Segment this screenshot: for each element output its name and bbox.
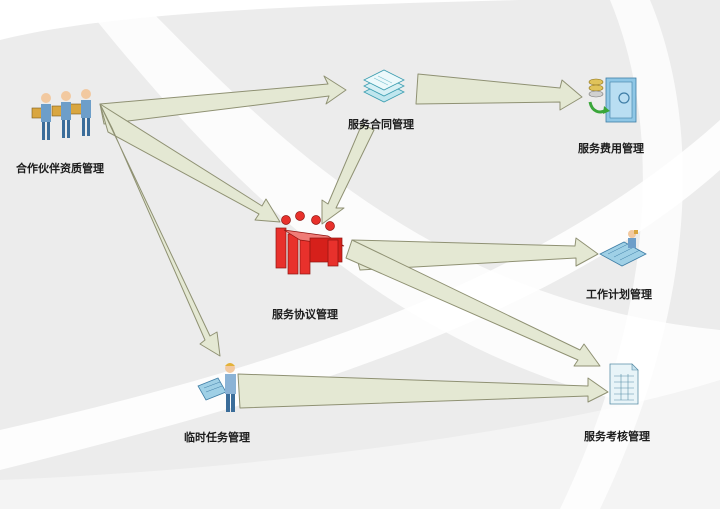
documents-stack-icon xyxy=(363,69,405,103)
node-assessment-label: 服务考核管理 xyxy=(584,430,650,443)
node-agreement-label: 服务协议管理 xyxy=(272,308,338,321)
safe-money-icon xyxy=(588,77,637,123)
arrow-agreement-to-assessment xyxy=(345,239,601,367)
node-contract-label: 服务合同管理 xyxy=(348,118,414,131)
arrow-task-to-assessment xyxy=(237,373,609,409)
arrow-partner-to-agreement xyxy=(99,103,281,223)
node-fee-label: 服务费用管理 xyxy=(578,142,644,155)
worker-blueprint-icon xyxy=(197,363,236,412)
arrow-partner-to-task xyxy=(99,103,221,357)
planner-desk-icon xyxy=(599,230,647,267)
node-temp-task-label: 临时任务管理 xyxy=(184,431,250,444)
node-partner-label: 合作伙伴资质管理 xyxy=(16,162,104,175)
node-plan-label: 工作计划管理 xyxy=(586,288,652,301)
arrow-contract-to-agreement xyxy=(321,123,375,225)
meeting-table-icon xyxy=(275,211,345,275)
arrow-contract-to-fee xyxy=(415,73,583,111)
arrow-partner-to-contract xyxy=(99,75,347,125)
spreadsheet-icon xyxy=(609,363,639,405)
workers-icon xyxy=(31,89,91,140)
